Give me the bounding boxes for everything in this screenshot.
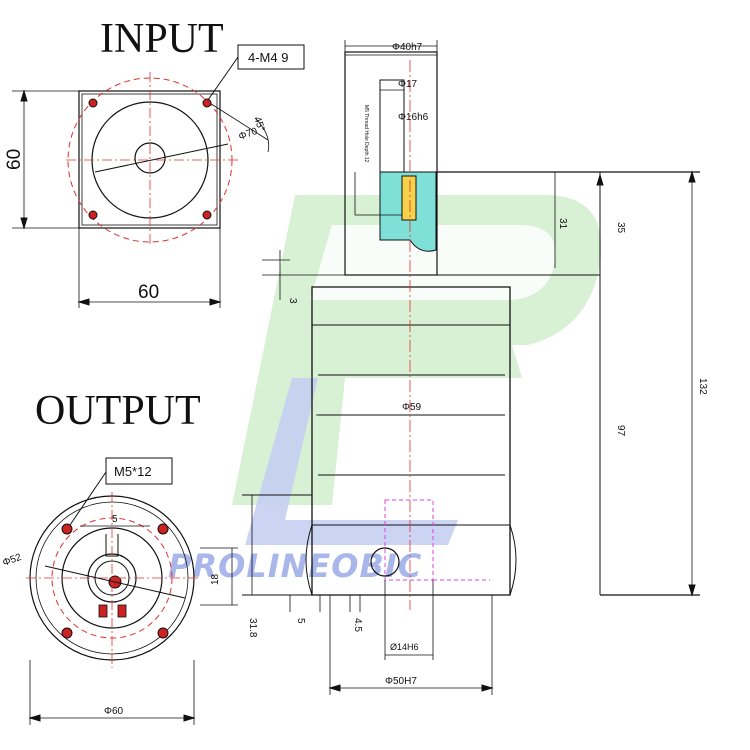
- side-dim-4-5: 4.5: [352, 618, 363, 632]
- input-mount-hole: [88, 210, 98, 220]
- output-mount-hole: [61, 627, 73, 639]
- input-mount-hole: [88, 98, 98, 108]
- watermark-blue-shape: [245, 378, 458, 545]
- output-callout-text: M5*12: [114, 464, 152, 479]
- input-callout-text: 4-M4 9: [248, 50, 288, 65]
- side-shaft-housing: [344, 51, 438, 276]
- watermark-green-inner: [310, 225, 556, 300]
- side-dim-d40: Φ40h7: [392, 42, 423, 53]
- output-dim-top: 5: [112, 514, 118, 525]
- side-view: [242, 40, 700, 695]
- output-callout-box: [105, 457, 173, 485]
- input-dim-pcd: Φ70: [237, 126, 259, 143]
- side-dim-3: 3: [287, 298, 298, 304]
- side-dim-d17: Φ17: [398, 79, 418, 90]
- side-dim-d16: Φ16h6: [398, 112, 429, 123]
- side-dim-d14: Ø14H6: [390, 642, 419, 652]
- output-dim-side: 18: [210, 573, 221, 585]
- input-dim-width: 60: [138, 282, 159, 303]
- side-dim-97: 97: [615, 425, 626, 437]
- watermark-logo: PROLINEOBIC: [168, 195, 602, 585]
- input-dim-angle: 45°: [251, 115, 267, 133]
- input-mount-hole: [202, 210, 212, 220]
- side-dim-d59: Φ59: [402, 402, 422, 413]
- output-mount-hole: [61, 523, 73, 535]
- input-dim-height: 60: [4, 149, 25, 170]
- output-dim-bottom: Φ60: [104, 706, 124, 717]
- side-dim-d50: Φ50H7: [385, 676, 417, 687]
- side-dim-31-8: 31.8: [247, 618, 258, 638]
- side-dim-5: 5: [295, 618, 306, 624]
- output-mount-hole: [157, 523, 169, 535]
- side-dim-31: 31: [557, 218, 568, 230]
- input-flange-outline: [78, 90, 221, 229]
- output-title: OUTPUT: [35, 388, 201, 434]
- side-dim-132: 132: [697, 378, 708, 395]
- side-dim-35: 35: [615, 222, 626, 234]
- output-mount-hole: [157, 627, 169, 639]
- input-mount-hole: [202, 98, 212, 108]
- input-shaft-bore: [134, 142, 166, 174]
- side-input-hole: [370, 547, 400, 577]
- output-dim-pcd: Φ52: [1, 552, 23, 569]
- input-view: [12, 44, 305, 308]
- side-thread-note: M5 Thread Hole Depth 12: [363, 105, 369, 163]
- output-view: [26, 457, 238, 725]
- input-title: INPUT: [100, 16, 224, 62]
- watermark-text: PROLINEOBIC: [168, 547, 422, 585]
